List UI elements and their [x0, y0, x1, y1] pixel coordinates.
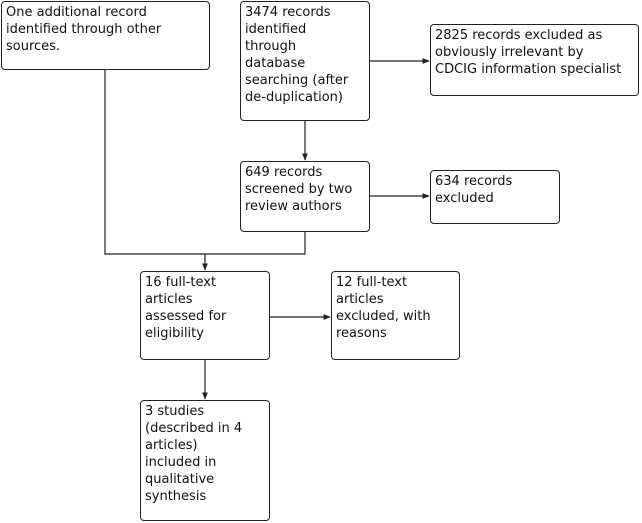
other-sources-box: One additional record identified through…: [1, 1, 210, 70]
database-search-box: 3474 records identified through database…: [240, 1, 370, 121]
full-text-assessed-box: 16 full-text articles assessed for eligi…: [140, 271, 270, 360]
screened-box: 649 records screened by two review autho…: [240, 161, 370, 232]
line-screened-merge: [205, 232, 306, 255]
full-text-excluded-box: 12 full-text articles excluded, with rea…: [331, 271, 460, 360]
line-other-sources-merge: [104, 70, 205, 255]
excluded-records-box: 634 records excluded: [430, 170, 560, 224]
included-studies-box: 3 studies (described in 4 articles) incl…: [140, 400, 270, 521]
excluded-irrelevant-box: 2825 records excluded as obviously irrel…: [430, 24, 639, 96]
